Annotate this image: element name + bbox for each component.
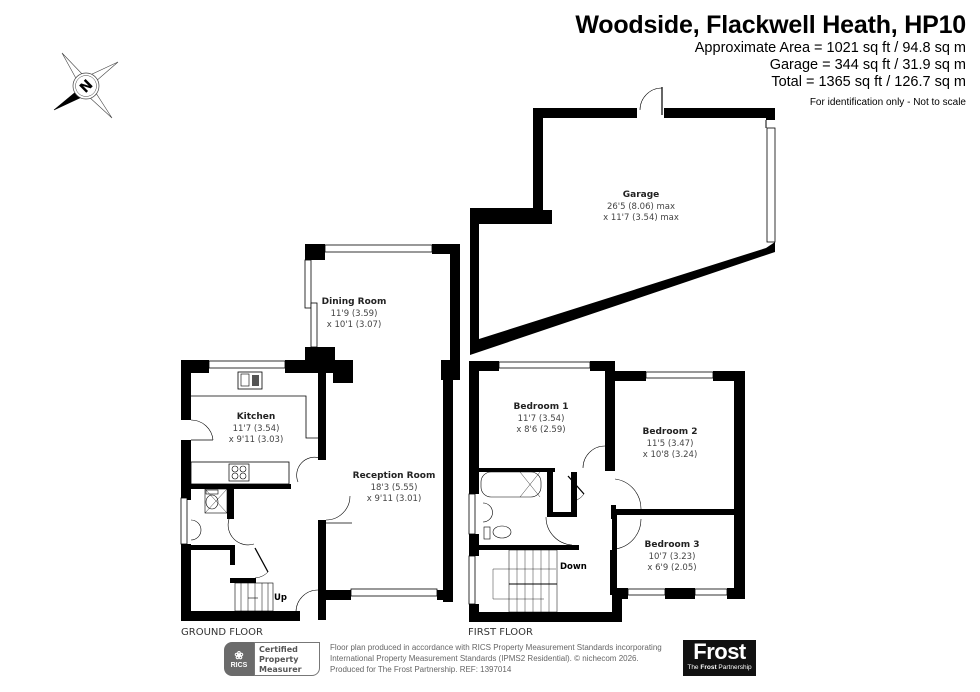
footer-line-1: Floor plan produced in accordance with R… <box>330 643 662 652</box>
compass-north-icon: N <box>53 52 119 119</box>
garage-area: Garage = 344 sq ft / 31.9 sq m <box>769 57 966 73</box>
bedroom-1-name: Bedroom 1 <box>514 402 569 412</box>
dining-room-dim1: 11'9 (3.59) <box>331 309 378 319</box>
garage-dim2: x 11'7 (3.54) max <box>603 213 679 223</box>
rics-certified-text: Certified Property Measurer <box>254 642 320 676</box>
header: Woodside, Flackwell Heath, HP10 Approxim… <box>575 10 966 108</box>
garage-dim1: 26'5 (8.06) max <box>607 202 675 212</box>
kitchen-dim2: x 9'11 (3.03) <box>229 435 284 445</box>
footer-notes: Floor plan produced in accordance with R… <box>330 642 690 675</box>
dining-room-dim2: x 10'1 (3.07) <box>327 320 382 330</box>
reception-room-name: Reception Room <box>353 471 436 481</box>
ground-floor: Dining Room 11'9 (3.59) x 10'1 (3.07) Ki… <box>180 244 460 621</box>
ground-floor-label: GROUND FLOOR <box>181 627 263 638</box>
garage: Garage 26'5 (8.06) max x 11'7 (3.54) max <box>470 87 776 355</box>
kitchen-dim1: 11'7 (3.54) <box>233 424 280 434</box>
rics-badge: ❀ RICS <box>224 642 254 676</box>
kitchen-name: Kitchen <box>237 412 276 422</box>
bedroom-2-name: Bedroom 2 <box>643 427 698 437</box>
first-floor-label: FIRST FLOOR <box>468 627 533 638</box>
stairs-down: Down <box>492 549 587 613</box>
garage-name: Garage <box>623 190 660 200</box>
stairs-up-label: Up <box>274 593 287 603</box>
stairs-down-label: Down <box>560 562 587 572</box>
footer-line-2: International Property Measurement Stand… <box>330 654 639 663</box>
stairs-up: Up <box>234 582 287 612</box>
property-title: Woodside, Flackwell Heath, HP10 <box>575 11 966 39</box>
bedroom-3-dim1: 10'7 (3.23) <box>649 552 696 562</box>
approximate-area: Approximate Area = 1021 sq ft / 94.8 sq … <box>694 40 966 56</box>
bedroom-3-dim2: x 6'9 (2.05) <box>647 563 696 573</box>
frost-logo: Frost The Frost Partnership <box>683 640 756 676</box>
bedroom-3-name: Bedroom 3 <box>645 540 700 550</box>
total-area: Total = 1365 sq ft / 126.7 sq m <box>771 74 966 90</box>
first-floor: Down Bedroom 1 11'7 (3.54) x 8'6 (2.59) … <box>468 361 745 622</box>
reception-room-dim2: x 9'11 (3.01) <box>367 494 422 504</box>
bedroom-2-dim1: 11'5 (3.47) <box>647 439 694 449</box>
reception-room-dim1: 18'3 (5.55) <box>371 483 418 493</box>
bedroom-2-dim2: x 10'8 (3.24) <box>643 450 698 460</box>
footer-line-3: Produced for The Frost Partnership. REF:… <box>330 665 512 674</box>
disclaimer: For identification only - Not to scale <box>809 97 966 108</box>
dining-room-name: Dining Room <box>322 297 387 307</box>
bedroom-1-dim1: 11'7 (3.54) <box>518 414 565 424</box>
bedroom-1-dim2: x 8'6 (2.59) <box>516 425 565 435</box>
rics-logo: ❀ RICS Certified Property Measurer <box>224 642 320 676</box>
rics-globe-icon: ❀ <box>234 649 244 662</box>
